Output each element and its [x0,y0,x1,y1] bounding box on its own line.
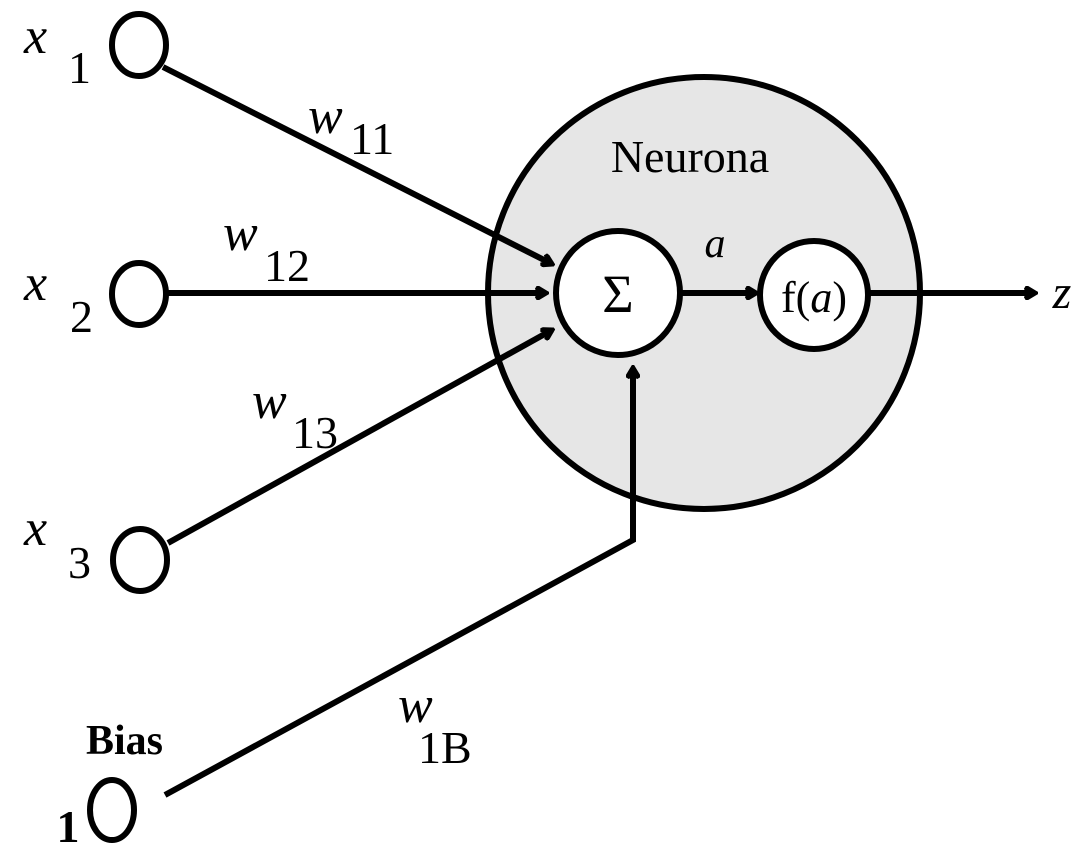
weight-sub-w13: 13 [292,407,338,458]
sum-node [553,228,683,358]
activation-function-label: f(a) [781,273,847,322]
input-var-x3: x [23,500,47,557]
input-var-x2: x [23,255,47,312]
input-sub-x3: 3 [68,537,91,588]
weight-label-w12: w 12 [223,205,310,291]
function-arg: a [810,273,832,322]
weight-var-w1b: w [398,677,433,734]
weight-sub-w11: 11 [350,113,394,164]
input-var-x1: x [23,8,47,65]
input-node-x3 [110,526,170,594]
function-suffix: ) [832,273,847,322]
weight-sub-w12: 12 [264,240,310,291]
input-label-x1: x 1 [23,8,91,93]
weight-var-w12: w [223,205,258,262]
input-sub-x1: 1 [68,42,91,93]
weight-var-w11: w [308,88,343,145]
bias-label: Bias [86,718,163,764]
output-var-label: z [1052,266,1072,319]
activation-var-label: a [705,221,726,267]
input-node-x2 [109,260,169,328]
sum-symbol: Σ [602,264,633,324]
edge-bias-sum [163,368,633,798]
weight-var-w13: w [252,373,287,430]
input-sub-x2: 2 [70,291,93,342]
neuron-label: Neurona [611,131,769,182]
bias-node [87,777,137,843]
edge-x3-sum [166,330,552,546]
bias-value: 1 [57,801,80,852]
edge-x1-sum [161,64,552,264]
function-prefix: f( [781,273,810,322]
weight-label-w1b: w 1B [398,677,472,773]
weight-sub-w1b: 1B [418,722,472,773]
weight-label-w11: w 11 [308,88,394,164]
activation-node [757,238,871,352]
input-label-x2: x 2 [23,255,93,342]
input-label-x3: x 3 [23,500,91,588]
input-node-x1 [109,11,169,79]
weight-label-w13: w 13 [252,373,338,458]
